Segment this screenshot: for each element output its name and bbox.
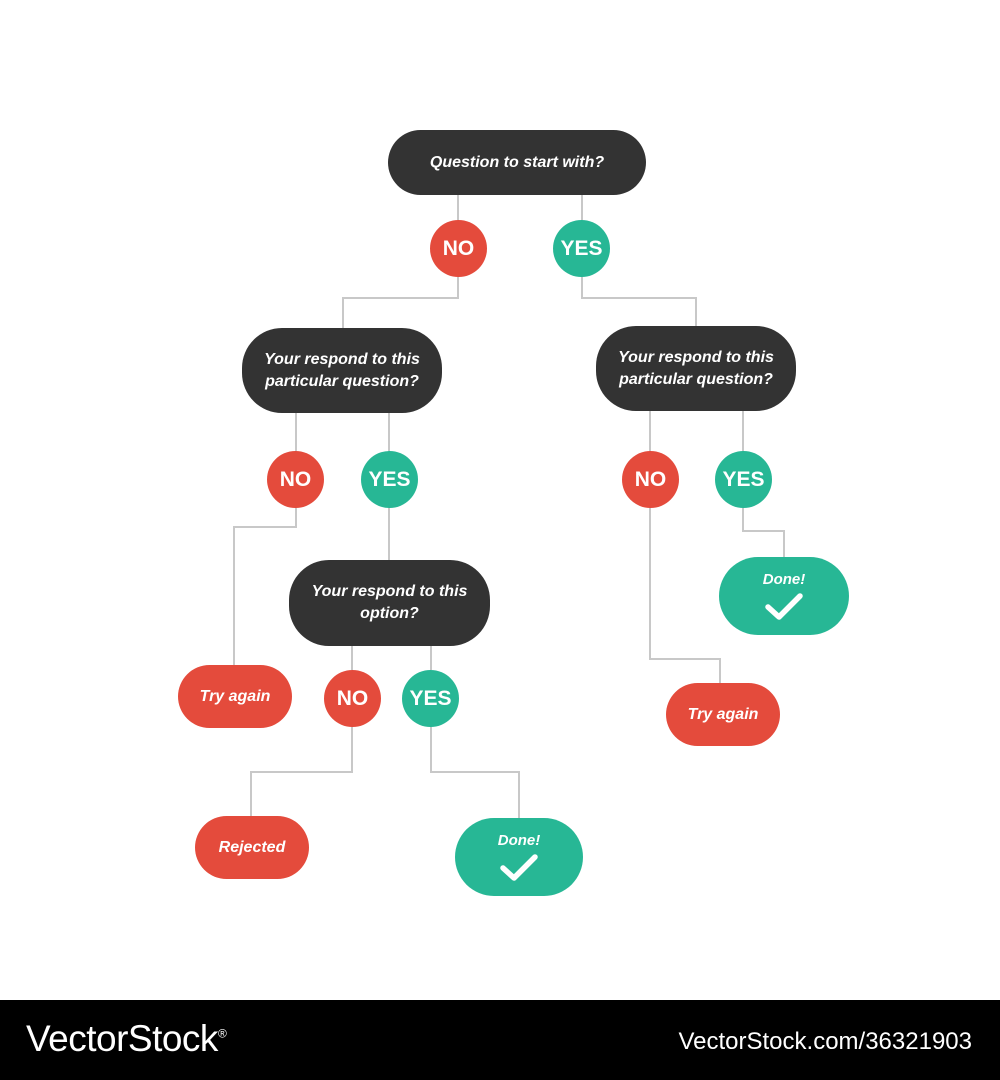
left-question-label: Your respond to this particular question… [264,350,420,390]
root-question-node: Question to start with? [388,130,646,195]
left-yes-label: YES [368,467,411,491]
connector-right-yes-done [742,507,785,558]
right-done-label: Done! [762,570,806,588]
level1-yes-label: YES [560,236,603,260]
right-question-node: Your respond to this particular question… [596,326,796,411]
option-question-node: Your respond to this option? [289,560,490,646]
connector-option-no-rejected [250,726,353,817]
right-yes-node: YES [715,451,772,508]
connector-no-left-question [342,274,459,330]
right-no-node: NO [622,451,679,508]
rejected-label: Rejected [218,838,286,856]
left-no-label: NO [279,467,312,491]
stock-id: VectorStock.com/36321903 [678,1028,972,1055]
registered-mark: ® [217,1026,227,1041]
option-yes-label: YES [409,686,452,710]
connector-option-yes-done [430,726,520,818]
right-try-again-node: Try again [666,683,780,746]
left-try-again-node: Try again [178,665,292,728]
left-question-node: Your respond to this particular question… [242,328,442,413]
right-done-node: Done! [719,557,849,635]
connector-right-no-tryagain [649,507,721,684]
vectorstock-logo: VectorStock® [26,1018,227,1060]
option-done-label: Done! [497,831,541,849]
connector-left-no-tryagain [233,507,297,666]
right-yes-label: YES [722,467,765,491]
right-question-label: Your respond to this particular question… [618,348,774,388]
option-done-node: Done! [455,818,583,896]
level1-no-label: NO [442,236,475,260]
watermark-footer: VectorStock® VectorStock.com/36321903 [0,1000,1000,1080]
root-question-label: Question to start with? [429,153,605,171]
option-yes-node: YES [402,670,459,727]
rejected-node: Rejected [195,816,309,879]
brand-name: VectorStock [26,1018,218,1059]
option-no-label: NO [336,686,369,710]
checkmark-icon [765,592,803,620]
connector-lines [233,195,785,818]
level1-yes-node: YES [553,220,610,277]
option-no-node: NO [324,670,381,727]
level1-no-node: NO [430,220,487,277]
right-try-again-label: Try again [687,705,759,723]
left-yes-node: YES [361,451,418,508]
option-question-label: Your respond to this option? [311,583,468,622]
left-no-node: NO [267,451,324,508]
right-no-label: NO [634,467,667,491]
flowchart: Question to start with? NO YES Your resp… [178,130,849,896]
left-try-again-label: Try again [199,687,271,705]
connector-yes-right-question [581,274,697,328]
checkmark-icon [500,853,538,881]
